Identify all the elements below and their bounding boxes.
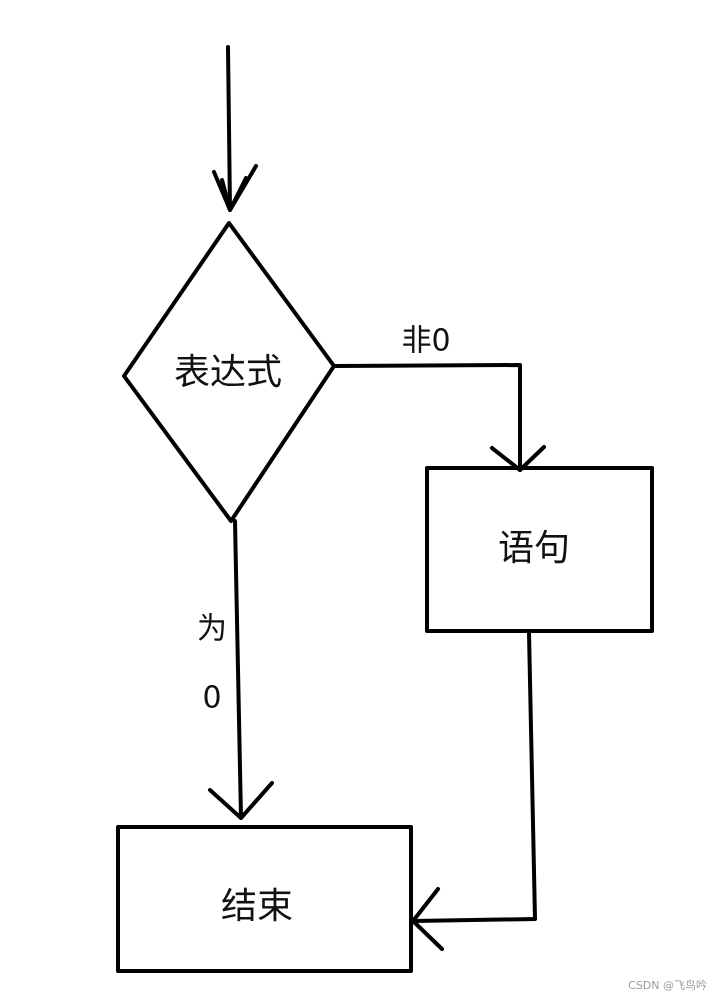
return-edge-arrowhead [411, 887, 444, 951]
decision-diamond [122, 221, 336, 523]
end-box [116, 825, 413, 973]
return-edge-line [411, 631, 537, 923]
nonzero-edge-line [332, 363, 522, 472]
statement-label: 语句 [498, 528, 570, 569]
decision-label: 表达式 [174, 352, 282, 393]
entry-arrow-head-extra [220, 176, 248, 212]
entry-arrow-line [226, 45, 232, 212]
nonzero-edge-label: 非0 [401, 324, 450, 359]
end-label: 结束 [221, 886, 293, 927]
zero-edge-line [233, 519, 243, 820]
statement-box [425, 466, 654, 633]
watermark: CSDN @飞鸟吟 [628, 979, 707, 992]
zero-edge-label-line1: 为 [197, 612, 227, 647]
zero-edge-label-line2: 0 [202, 681, 221, 716]
zero-edge-arrowhead [208, 781, 274, 820]
